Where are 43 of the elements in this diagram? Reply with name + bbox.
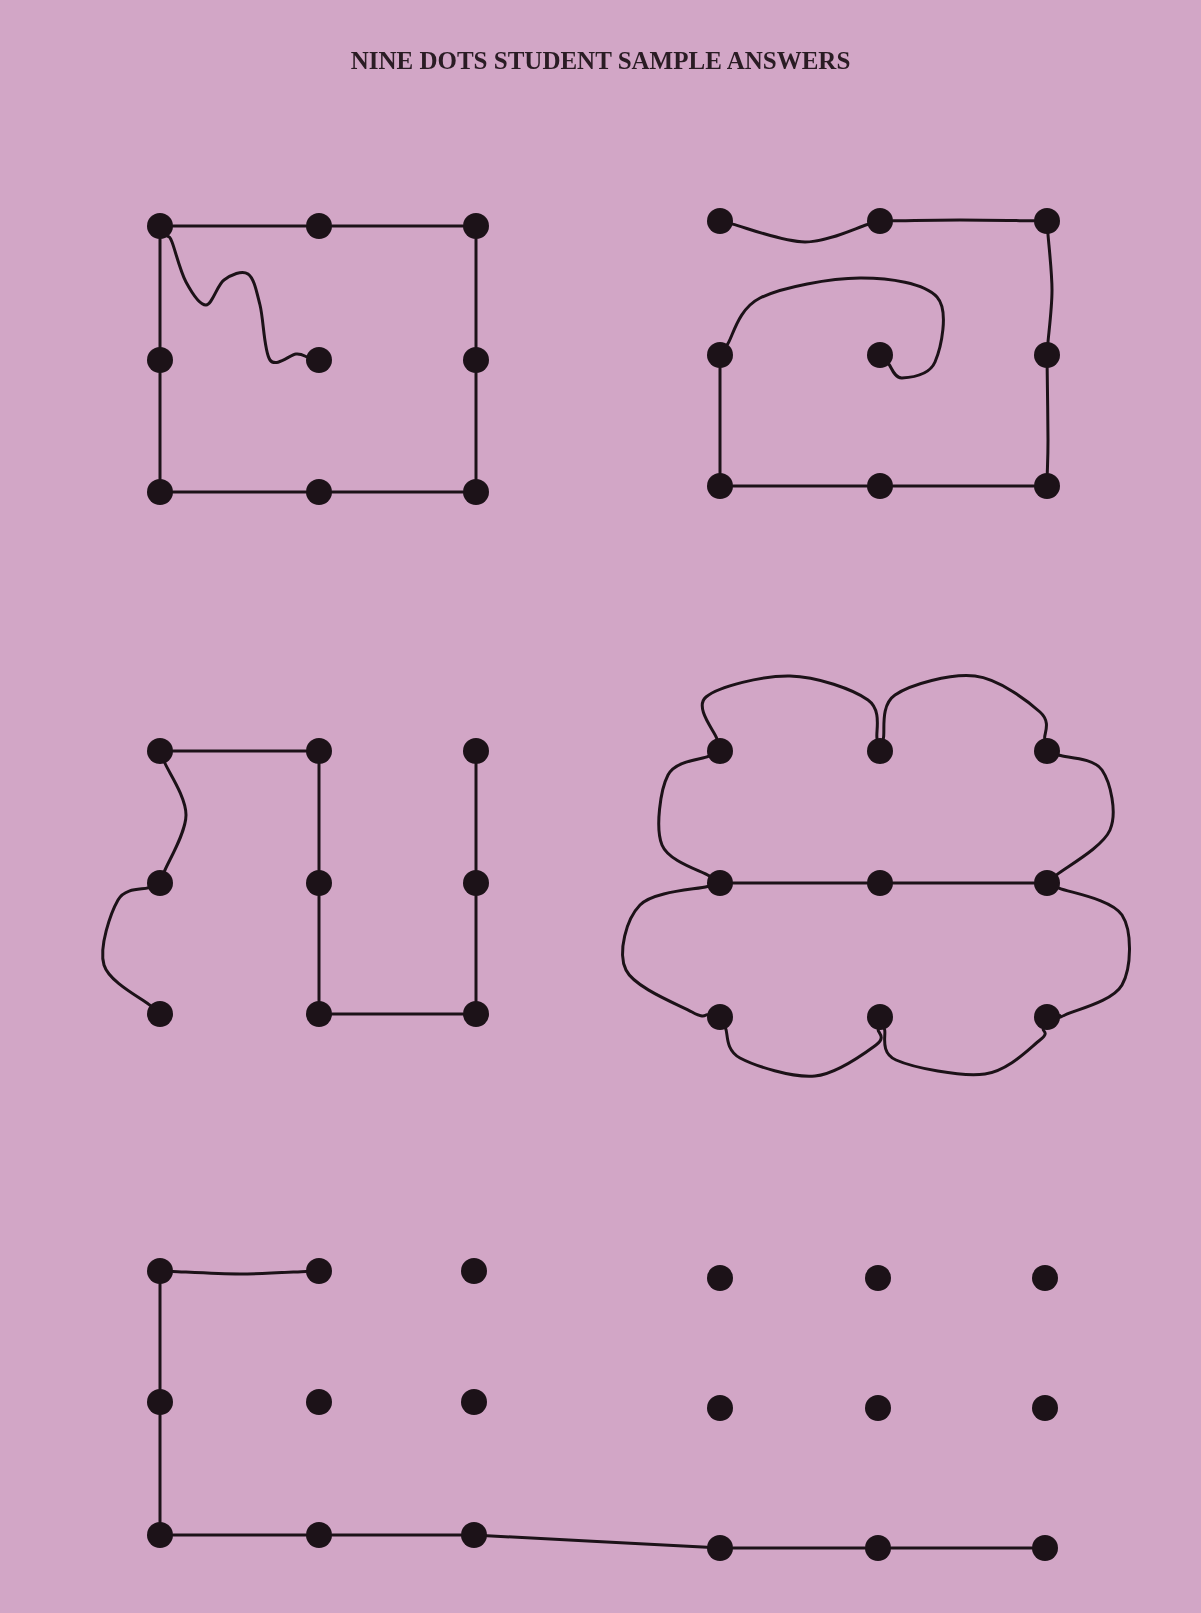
pen-line: [1057, 886, 1131, 1019]
pen-line: [330, 1012, 465, 1016]
pen-line: [158, 1282, 162, 1391]
pen-line: [171, 224, 308, 228]
pen-line: [891, 881, 1036, 885]
pen-line: [889, 1546, 1034, 1550]
pen-line: [166, 234, 308, 365]
pen-line: [101, 886, 152, 1007]
pen-line: [891, 484, 1036, 488]
pen-line: [474, 894, 478, 1003]
pen-line: [163, 761, 188, 873]
pen-line: [1046, 232, 1054, 344]
pen-line: [700, 674, 879, 740]
pen-line: [724, 1027, 883, 1078]
pen-line: [330, 224, 465, 228]
pen-line: [317, 894, 321, 1003]
pen-line: [474, 762, 478, 872]
pen-line: [731, 881, 869, 885]
pen-line: [330, 1533, 463, 1537]
title: NINE DOTS STUDENT SAMPLE ANSWERS: [350, 46, 851, 76]
pen-line: [891, 218, 1036, 223]
pen-line: [330, 490, 465, 494]
pen-line: [718, 366, 722, 475]
pen-line: [657, 754, 711, 878]
pen-line: [171, 490, 308, 494]
pen-line: [171, 749, 308, 753]
pen-line: [883, 1027, 1047, 1077]
pen-line: [317, 762, 321, 872]
pen-line: [171, 1270, 308, 1276]
pen-line: [731, 1546, 867, 1550]
pen-line: [881, 674, 1048, 740]
pen-line: [158, 1413, 162, 1524]
pen-line: [158, 371, 162, 481]
pen-line: [1055, 753, 1115, 877]
pen-line: [474, 237, 478, 349]
pen-line: [158, 237, 162, 349]
pen-line: [1045, 366, 1050, 475]
pen-line: [171, 1533, 308, 1537]
pen-line: [485, 1534, 709, 1549]
pen-line: [731, 222, 869, 244]
pen-line: [474, 371, 478, 481]
pen-line: [621, 884, 709, 1018]
pen-line: [731, 484, 869, 488]
